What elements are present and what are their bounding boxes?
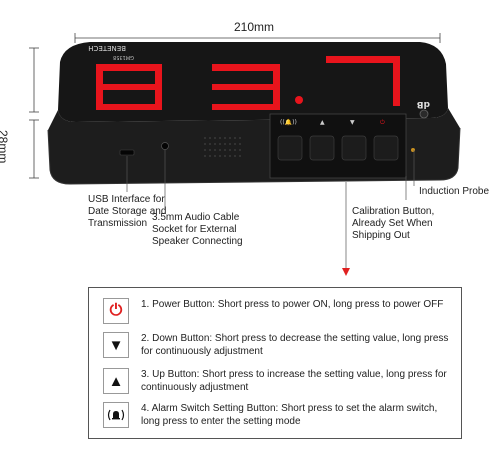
up-icon: ▲ — [103, 368, 129, 394]
width-dimension-label: 210mm — [234, 20, 275, 34]
instruction-row-up: ▲ 3. Up Button: Short press to increase … — [103, 368, 451, 394]
instruction-row-down: ▼ 2. Down Button: Short press to decreas… — [103, 332, 451, 358]
audio-callout: 3.5mm Audio Cable Socket for External Sp… — [152, 212, 243, 247]
usb-callout: USB Interface for Date Storage and Trans… — [88, 194, 167, 229]
unit-label: dB — [417, 99, 430, 109]
display-digit-3 — [326, 56, 400, 106]
instruction-text-power: 1. Power Button: Short press to power ON… — [141, 299, 444, 310]
height-dimension-line — [29, 47, 39, 113]
brand-logo: BENETECH — [88, 44, 126, 52]
audio-socket — [161, 142, 169, 150]
down-icon: ▼ — [103, 332, 129, 358]
panel-buttons — [277, 135, 399, 161]
depth-dimension-line — [29, 119, 39, 179]
down-arrow-head — [342, 268, 350, 276]
calibration-callout: Calibration Button, Already Set When Shi… — [352, 206, 435, 241]
instruction-text-alarm: 4. Alarm Switch Setting Button: Short pr… — [141, 403, 438, 427]
model-label: GM1358 — [113, 54, 134, 60]
panel-down-symbol: ▼ — [350, 119, 355, 126]
button-instructions-panel: ⏻ 1. Power Button: Short press to power … — [88, 287, 462, 439]
panel-power-symbol: ⏻ — [380, 119, 385, 126]
alarm-icon — [103, 402, 129, 428]
device-illustration: BENETECH GM1358 dB ((🔔)) ▲ ▼ ⏻ — [29, 33, 461, 276]
induction-probe — [419, 109, 429, 119]
speaker-grille — [204, 137, 241, 157]
display-decimal-point — [295, 96, 303, 104]
instruction-row-power: ⏻ 1. Power Button: Short press to power … — [103, 298, 451, 324]
display-digit-2 — [212, 64, 280, 110]
instruction-text-up: 3. Up Button: Short press to increase th… — [141, 369, 447, 393]
usb-port — [119, 149, 135, 156]
instruction-row-alarm: 4. Alarm Switch Setting Button: Short pr… — [103, 402, 451, 428]
instruction-text-down: 2. Down Button: Short press to decrease … — [141, 333, 449, 357]
panel-alarm-symbol: ((🔔)) — [280, 118, 297, 126]
calibration-button — [411, 148, 415, 152]
display-digit-1 — [96, 64, 162, 110]
width-dimension-line — [74, 33, 441, 43]
probe-callout: Induction Probe — [419, 186, 490, 197]
power-icon: ⏻ — [103, 298, 129, 324]
panel-up-symbol: ▲ — [320, 119, 325, 126]
